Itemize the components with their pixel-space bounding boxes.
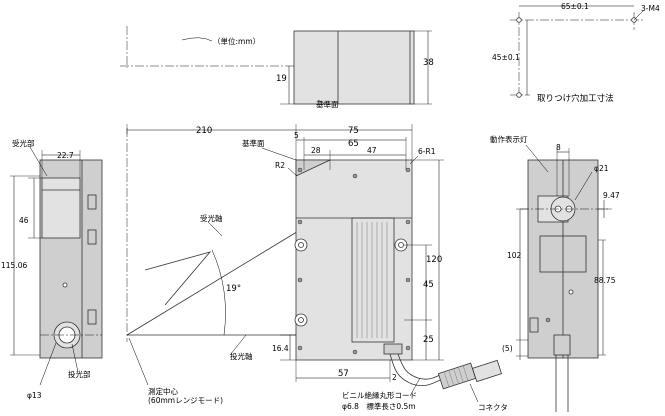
front-view-heatsink (351, 217, 395, 343)
dim-65-label: 65 (348, 139, 359, 149)
top-view-body (293, 30, 415, 105)
receive-axis-label: 受光軸 (200, 213, 223, 223)
measure-center-label: 測定中心 (148, 386, 178, 396)
diameter-21-label: φ21 (594, 164, 609, 173)
cable-spec-label: φ6.8 標準長さ0.5m (342, 401, 416, 411)
dim-46-label: 46 (19, 216, 29, 225)
left-small-hole (62, 282, 68, 288)
mounting-title: 取りつけ穴加工寸法 (537, 93, 614, 104)
diameter-21-leader (574, 171, 593, 201)
side-notch (529, 317, 539, 333)
top-reference-label: 基準面 (316, 99, 339, 109)
dim-75-label: 75 (348, 126, 359, 136)
dim-28-label: 28 (311, 146, 321, 155)
dim-45-label: 45 (423, 280, 434, 290)
side-small-hole (568, 289, 574, 295)
mounting-holes: 65±0.1 3-M4 45±0.1 取りつけ穴加工寸法 (492, 2, 660, 104)
left-view: 22.7 受光部 46 115.06 投光部 φ13 (1, 138, 103, 400)
dim-57-label: 57 (338, 369, 349, 379)
receive-axis-leader (207, 221, 223, 237)
cable (389, 353, 441, 387)
measure-center-leader (128, 337, 149, 386)
dim-227-label: 22.7 (57, 151, 74, 160)
receiver-window (41, 177, 81, 239)
indicator-label: 動作表示灯 (490, 134, 528, 144)
r2-label: R2 (275, 161, 285, 170)
front-view-chamfer (295, 159, 331, 177)
emit-axis-label: 投光軸 (230, 351, 253, 361)
cable-outline (397, 353, 443, 380)
angle-arc (211, 249, 226, 336)
measure-range-label: (60mmレンジモード) (148, 396, 223, 405)
dim-65-mount-label: 65±0.1 (561, 2, 589, 11)
front-reference-label: 基準面 (242, 138, 265, 148)
front-view: 19° 受光軸 投光軸 測定中心 (60mmレンジモード) (126, 124, 508, 412)
dim-8-label: 8 (556, 143, 561, 152)
left-notch-1 (87, 194, 97, 210)
receiver-leader (29, 146, 48, 177)
dim-11506-label: 115.06 (1, 261, 27, 270)
receive-axis-line (126, 229, 301, 336)
cable-leader (409, 377, 421, 397)
emitter-label: 投光部 (68, 369, 91, 379)
connector-nut (471, 359, 503, 383)
dim-164-label: 16.4 (272, 344, 289, 353)
dim-102-label: 102 (507, 251, 522, 260)
heatsink-ribs (356, 222, 388, 338)
dim-2-label: 2 (392, 373, 397, 382)
r2-leader (287, 167, 298, 177)
front-reference-leader (261, 147, 297, 161)
dim-25-label: 25 (423, 335, 434, 345)
m4-leader (633, 9, 645, 21)
connector-body (437, 362, 477, 390)
dim-120-label: 120 (426, 255, 442, 265)
dim-38-label: 38 (423, 58, 434, 68)
dim-5-label: 5 (294, 131, 299, 140)
mount-hole-bottom (516, 92, 522, 98)
connector-leader (469, 383, 479, 403)
diameter-13-leader (39, 342, 57, 386)
connector-label: コネクタ (478, 403, 508, 412)
r1-label: 6-R1 (418, 147, 436, 156)
dim-210-label: 210 (196, 126, 212, 136)
dim-45-mount-label: 45±0.1 (492, 53, 520, 62)
unit-note: （単位:mm） (213, 36, 260, 46)
mount-hole-upper-inner (298, 242, 304, 248)
side-cable-gland (553, 334, 571, 356)
dim-947-label: 9.47 (603, 191, 620, 200)
left-notch-3 (87, 309, 97, 325)
mount-hole-top-left (516, 17, 522, 23)
dim-47-label: 47 (367, 146, 377, 155)
dim-19-label: 19 (276, 74, 287, 84)
indicator-leader (525, 144, 549, 173)
unit-note-leader (181, 37, 213, 42)
emit-axis-leader (229, 334, 247, 356)
mount-hole-lower-inner (298, 317, 304, 323)
m4-label: 3-M4 (641, 4, 660, 13)
cable-label: ビニル絶縁丸形コード (342, 390, 417, 400)
front-view-body (295, 159, 413, 361)
angle-label: 19° (226, 284, 241, 294)
emitter-leader (71, 343, 79, 373)
reference-leader-top (317, 99, 326, 105)
side-view: 動作表示灯 8 φ21 9.47 102 88.75 (5) (490, 134, 620, 412)
mount-hole-upper-right-inner (398, 242, 404, 248)
left-notch-2 (87, 229, 97, 245)
diameter-13-label: φ13 (27, 391, 42, 400)
connector-ribs (443, 365, 469, 388)
range-zigzag (144, 251, 212, 306)
dim-5-side-label: (5) (502, 344, 513, 353)
receiver-label: 受光部 (12, 138, 35, 148)
top-view: （単位:mm） 38 19 基準面 (120, 26, 434, 109)
side-view-panel (539, 235, 587, 273)
dim-8875-label: 88.75 (594, 276, 616, 285)
cable-gland (383, 343, 403, 355)
side-screw (545, 317, 551, 323)
cover-screws (297, 167, 411, 355)
